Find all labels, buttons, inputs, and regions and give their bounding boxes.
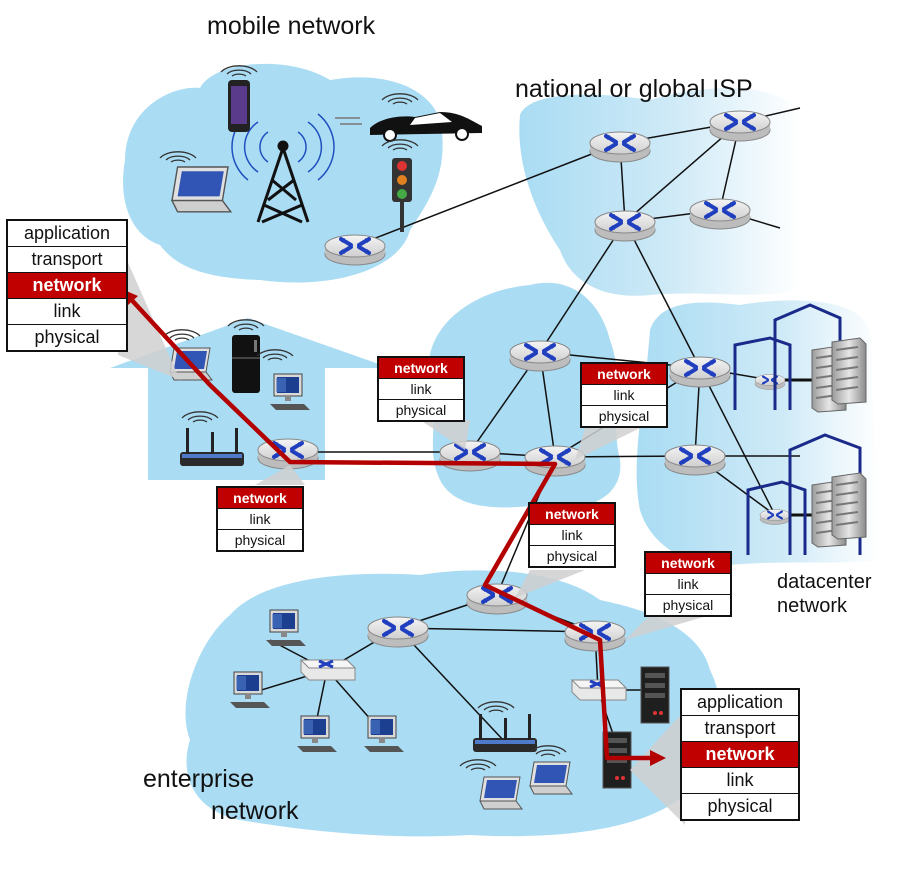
stack-layer-transport: transport: [682, 716, 798, 742]
stack-layer-network: network: [8, 273, 126, 299]
server-icon: [640, 666, 670, 724]
server-rack-icon: [831, 337, 867, 405]
router-icon: [663, 443, 727, 477]
router-stack: network link physical: [580, 362, 668, 428]
stack-layer-link: link: [530, 525, 614, 546]
stack-layer-application: application: [8, 221, 126, 247]
router-icon: [588, 130, 652, 164]
router-icon: [668, 355, 732, 389]
router-icon: [708, 109, 772, 143]
router-stack: network link physical: [377, 356, 465, 422]
datagram-path: [126, 294, 655, 761]
server-rack-icon: [831, 472, 867, 540]
stack-layer-link: link: [682, 768, 798, 794]
router-icon: [508, 339, 572, 373]
stack-layer-physical: physical: [707, 796, 773, 816]
router-icon: [593, 209, 657, 243]
router-icon: [754, 373, 786, 391]
callout-wedges: [118, 240, 710, 825]
router-icon: [438, 439, 502, 473]
stack-layer-link: link: [379, 379, 463, 400]
stack-layer-link: link: [218, 509, 302, 530]
stack-layer-network: network: [379, 358, 463, 379]
refrigerator-icon: [227, 319, 265, 393]
stack-layer-network: network: [530, 504, 614, 525]
router-stack: network link physical: [644, 551, 732, 617]
switch-icon: [299, 658, 357, 682]
stack-layer-physical: physical: [662, 597, 714, 613]
stack-layer-network: network: [218, 488, 302, 509]
router-icon: [323, 233, 387, 267]
laptop-icon: [479, 776, 523, 810]
path-arrowhead-dest: [650, 750, 666, 766]
laptop-icon: [529, 761, 573, 795]
stack-layer-link: link: [582, 385, 666, 406]
router-stack: network link physical: [528, 502, 616, 568]
car-icon: [335, 93, 482, 142]
destination-host-stack: application transport network link physi…: [680, 688, 800, 821]
stack-layer-physical: physical: [546, 548, 598, 564]
stack-layer-physical: physical: [234, 532, 286, 548]
stack-layer-physical: physical: [34, 327, 100, 347]
stack-layer-application: application: [682, 690, 798, 716]
stack-layer-network: network: [682, 742, 798, 768]
source-host-stack: application transport network link physi…: [6, 219, 128, 352]
stack-layer-physical: physical: [598, 408, 650, 424]
router-icon: [688, 197, 752, 231]
stack-layer-network: network: [646, 553, 730, 574]
stack-layer-transport: transport: [8, 247, 126, 273]
stack-layer-link: link: [646, 574, 730, 595]
laptop-icon: [171, 166, 232, 213]
stack-layer-network: network: [582, 364, 666, 385]
router-icon: [523, 444, 587, 478]
traffic-light-icon: [381, 139, 419, 232]
switch-icon: [570, 678, 628, 702]
router-icon: [366, 615, 430, 649]
router-stack: network link physical: [216, 486, 304, 552]
stack-layer-link: link: [8, 299, 126, 325]
isp-label: national or global ISP: [515, 75, 753, 103]
datacenter-network-label: datacenter network: [777, 571, 872, 617]
enterprise-network-label: enterprise network: [143, 765, 299, 825]
smartphone-icon: [220, 65, 258, 132]
router-icon: [256, 437, 320, 471]
stack-layer-physical: physical: [395, 402, 447, 418]
router-icon: [759, 508, 791, 526]
mobile-network-cloud: [123, 63, 443, 283]
mobile-network-label: mobile network: [207, 12, 376, 40]
